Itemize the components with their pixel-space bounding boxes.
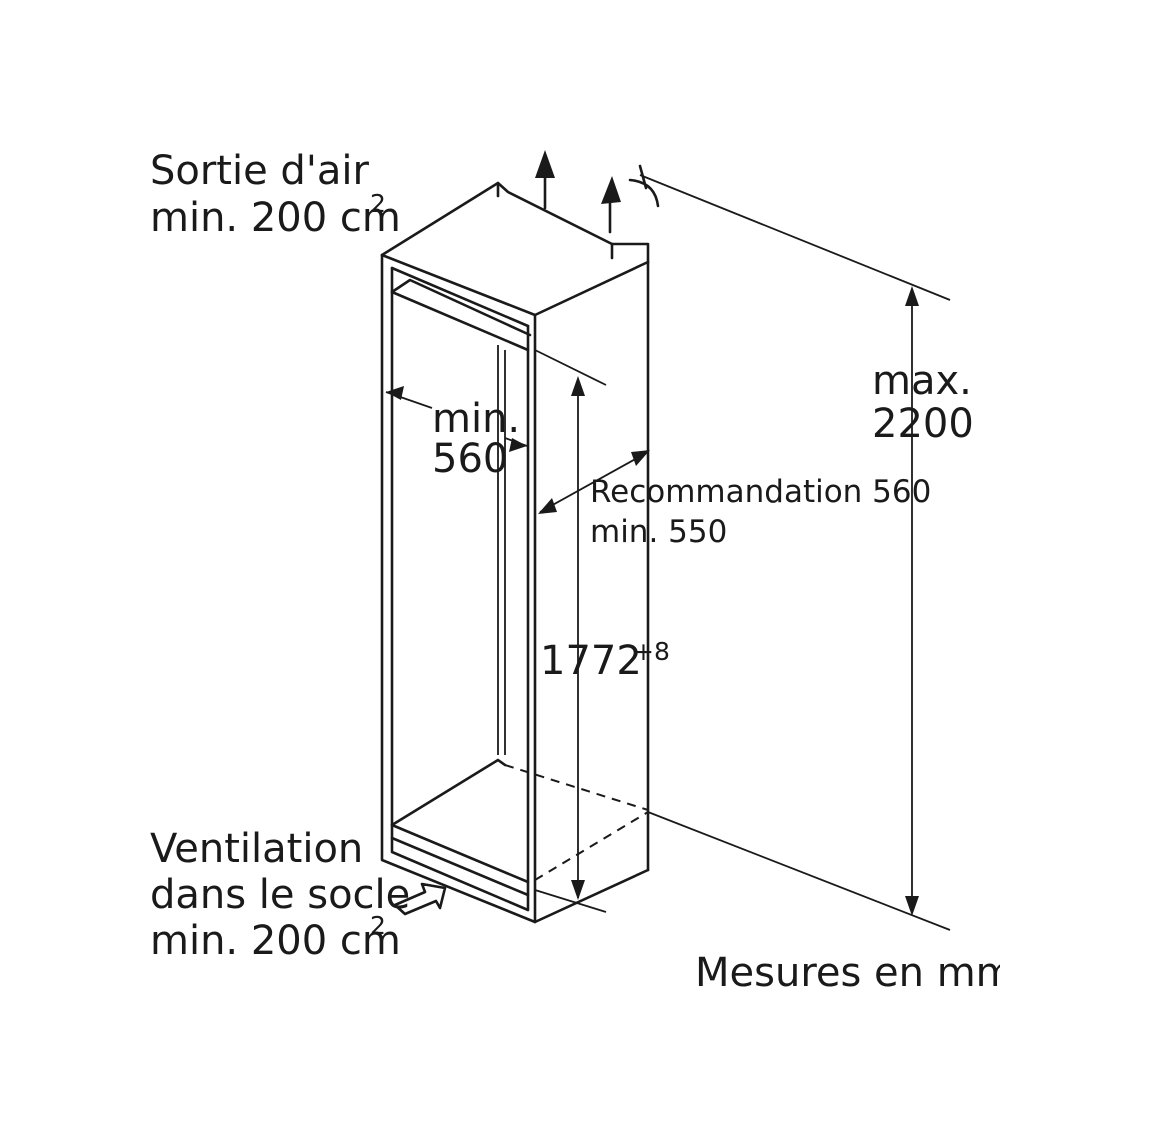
- depth-label-line2: min. 550: [590, 514, 727, 550]
- plinth-label-line1: Ventilation: [150, 826, 363, 872]
- depth-label-line1: Recommandation 560: [590, 474, 931, 510]
- units-label: Mesures en mm: [695, 950, 1015, 996]
- niche-height-tolerance: +8: [633, 637, 670, 666]
- plinth-vent-arrow: [393, 882, 447, 916]
- door-pivot-symbol: [628, 164, 951, 301]
- niche-height-dimension: [534, 349, 607, 913]
- width-label-line1: min.: [432, 396, 520, 442]
- max-height-label-line1: max.: [872, 358, 972, 404]
- depth-dimension: [538, 450, 650, 514]
- plinth-superscript: 2: [370, 911, 386, 940]
- plinth-label-line2: dans le socle: [150, 872, 410, 918]
- air-outlet-superscript: 2: [370, 189, 386, 218]
- max-height-label-line2: 2200: [872, 401, 974, 447]
- air-outlet-label-line2: min. 200 cm: [150, 195, 401, 241]
- cabinet-outline: [380, 181, 650, 924]
- niche-height-label: 1772: [540, 638, 642, 684]
- width-label-line2: 560: [432, 436, 508, 482]
- plinth-label-line3: min. 200 cm: [150, 918, 401, 964]
- max-height-dimension: [647, 286, 951, 931]
- width-dimension: [385, 386, 528, 452]
- air-outlet-label-line1: Sortie d'air: [150, 148, 369, 194]
- air-outlet-arrows: [535, 150, 621, 234]
